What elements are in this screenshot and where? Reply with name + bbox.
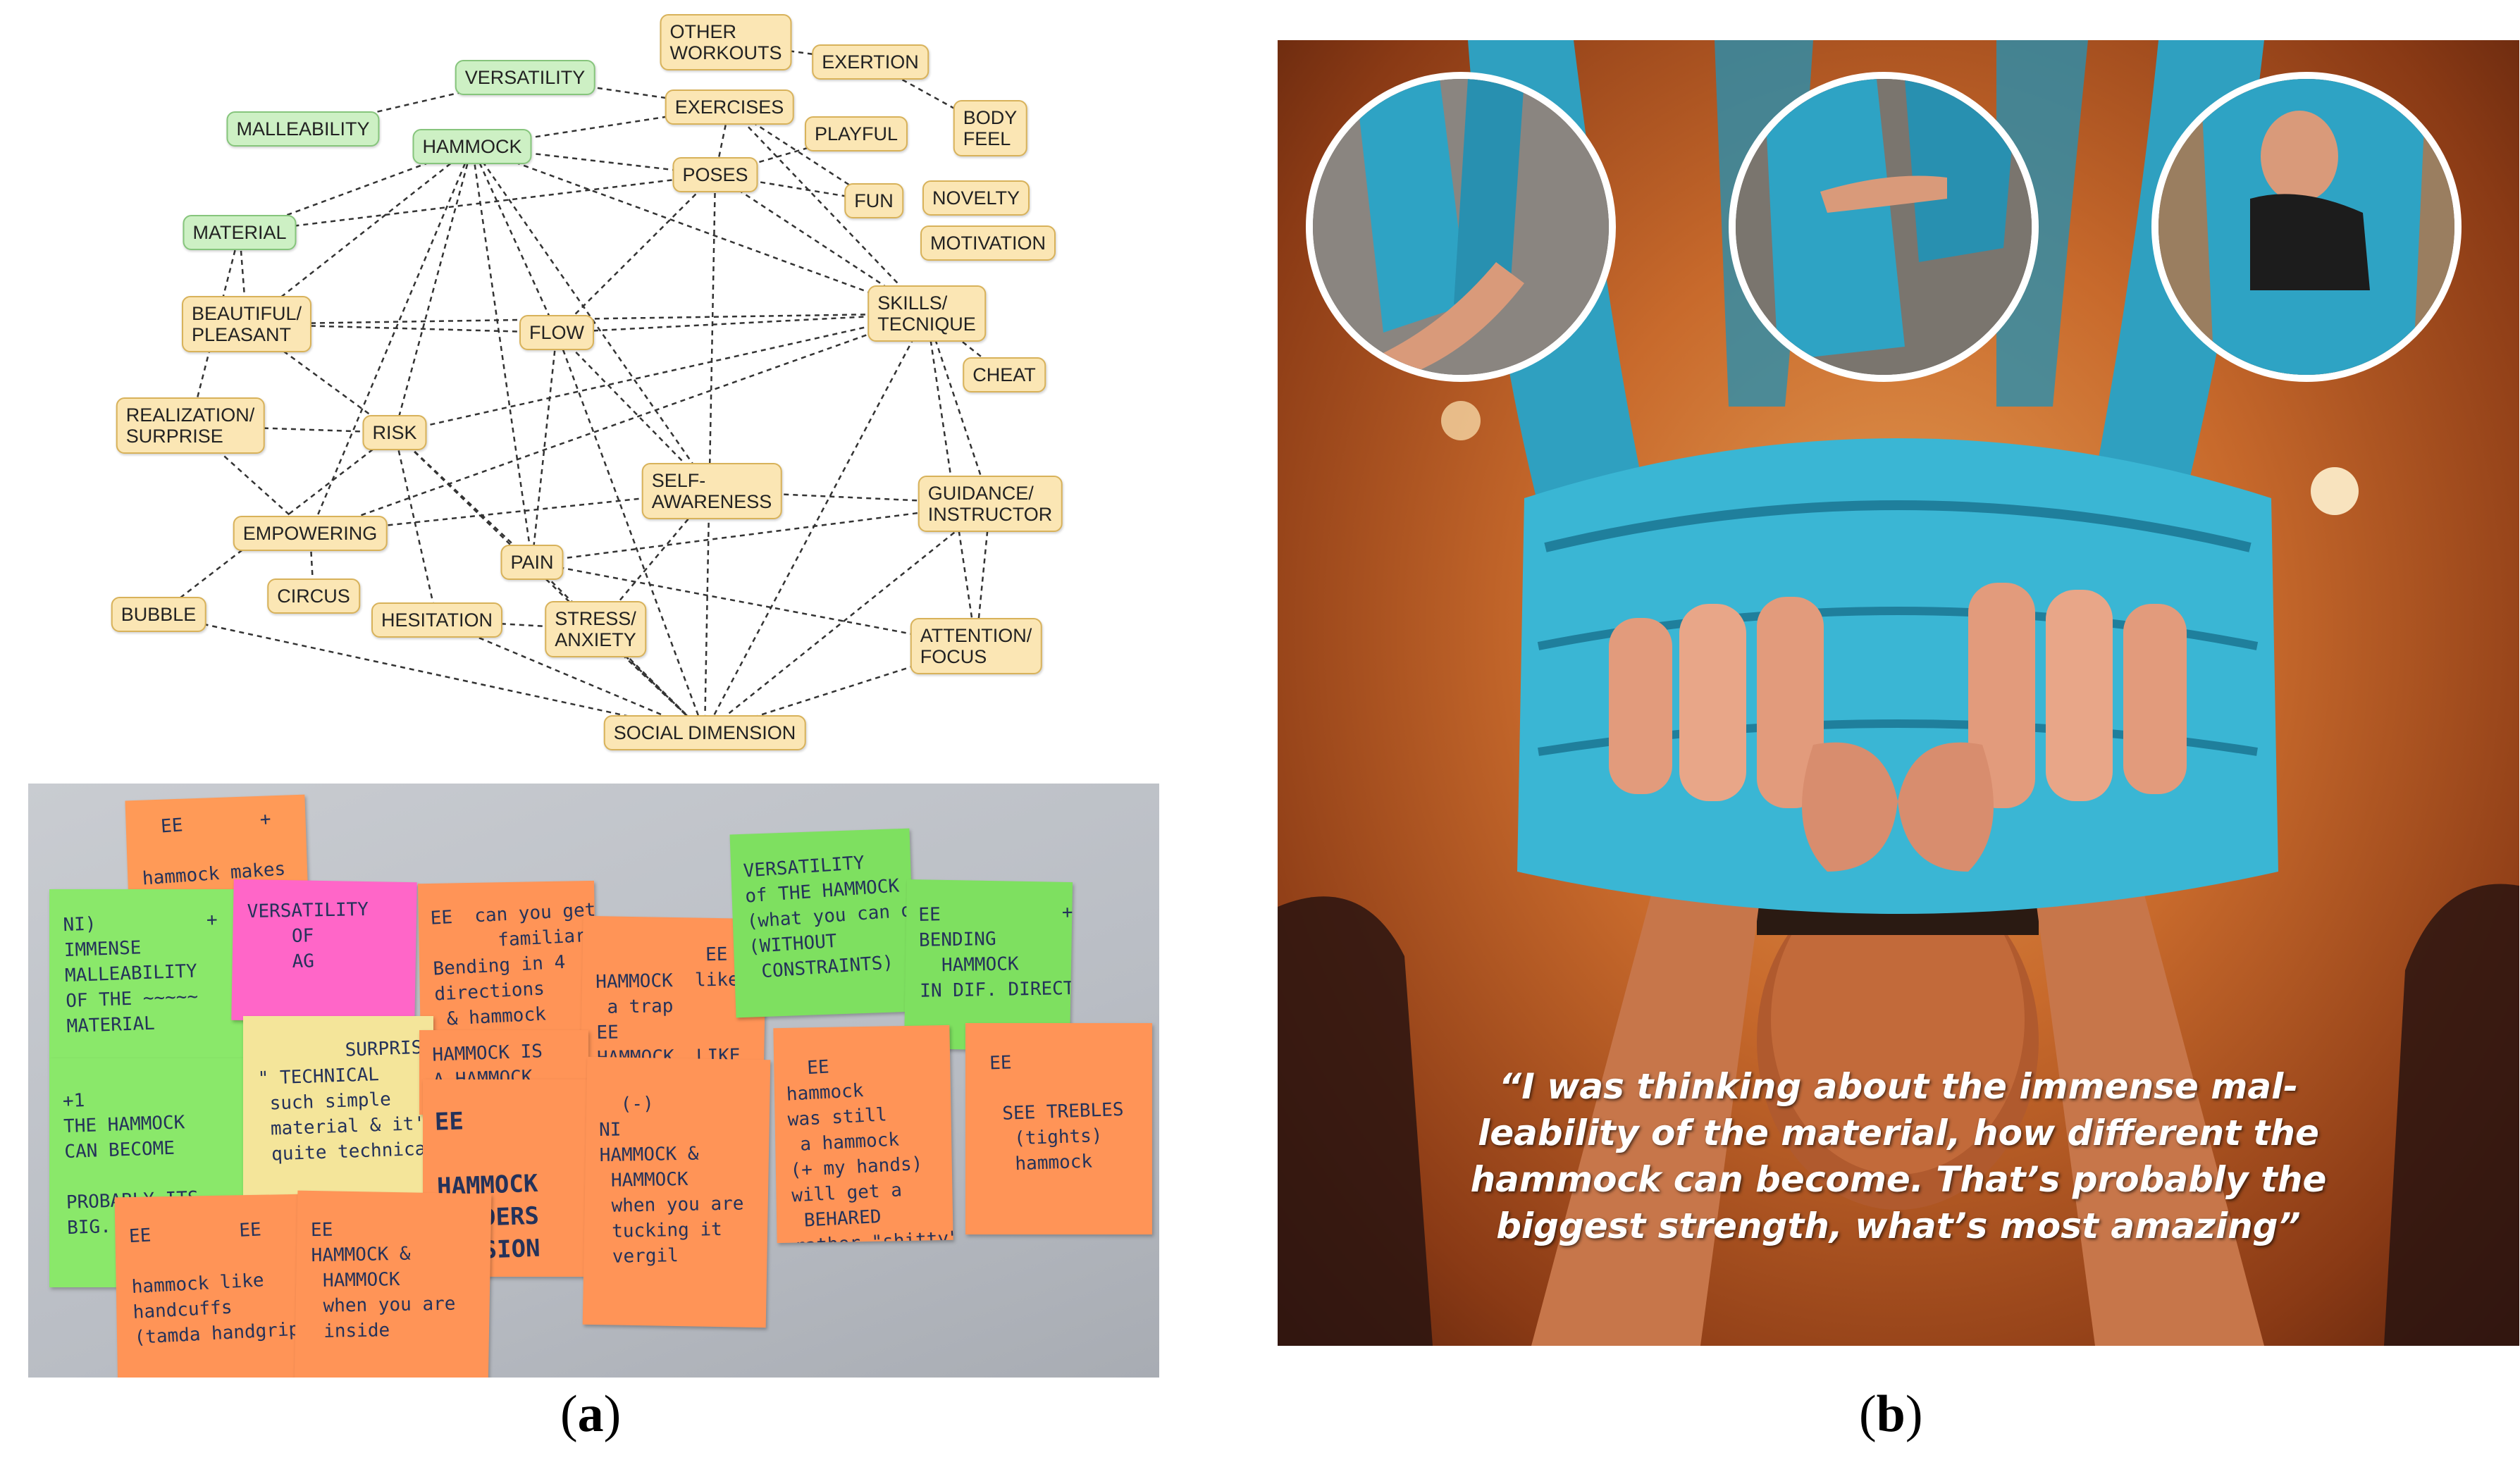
graph-edge-exercises-skills: [729, 106, 927, 314]
graph-node-poses: POSES: [672, 157, 758, 192]
graph-edge-hammock-pain: [471, 146, 533, 563]
sticky-note-text: VERSATILITY OF AG: [247, 899, 369, 973]
hammock-scene: [1278, 40, 2519, 1346]
graph-edge-bubble-social: [158, 613, 705, 734]
sticky-note-n2: NI) + IMMENSE MALLEABILITY OF THE ~~~~~ …: [49, 889, 243, 1058]
graph-node-cheat: CHEAT: [963, 357, 1046, 392]
sticky-note-text: (-) NI HAMMOCK & HAMMOCK when you are tu…: [598, 1093, 744, 1268]
graph-edge-material-realization: [189, 232, 241, 426]
caption-b: (b): [1859, 1385, 1923, 1443]
inset-scene-right: [2158, 79, 2454, 375]
graph-node-body-feel: BODY FEEL: [953, 100, 1027, 156]
graph-edge-material-poses: [239, 173, 716, 234]
graph-node-bubble: BUBBLE: [111, 597, 206, 632]
sticky-note-n3: VERSATILITY OF AG: [231, 879, 417, 1024]
graph-node-versatility: VERSATILITY: [455, 60, 595, 95]
graph-node-guidance: GUIDANCE/ INSTRUCTOR: [918, 476, 1063, 532]
graph-edge-skills-cheat: [926, 313, 1005, 376]
graph-node-realization: REALIZATION/ SURPRISE: [116, 397, 265, 454]
graph-edge-hammock-skills: [471, 145, 927, 315]
graph-node-circus: CIRCUS: [267, 578, 360, 614]
graph-node-attention: ATTENTION/ FOCUS: [910, 618, 1042, 674]
graph-node-self-awareness: SELF- AWARENESS: [641, 463, 782, 519]
graph-edge-hammock-self-awareness: [471, 146, 713, 492]
graph-node-material: MATERIAL: [183, 215, 297, 250]
graph-edge-guidance-social: [704, 503, 991, 734]
graph-edge-hammock-flow: [471, 146, 558, 333]
sticky-note-text: SURPRISE ? " TECHNICAL such simple mater…: [257, 1036, 433, 1165]
graph-node-hammock: HAMMOCK: [412, 129, 532, 164]
graph-edge-flow-social: [555, 332, 706, 734]
graph-node-exertion: EXERTION: [812, 44, 929, 80]
graph-node-flow: FLOW: [519, 315, 594, 350]
graph-node-social: SOCIAL DIMENSION: [603, 715, 806, 750]
inset-scene-middle: [1736, 79, 2032, 375]
sticky-note-n13: EE hammock was still a hammock (+ my han…: [773, 1025, 953, 1244]
sticky-note-n16: EE HAMMOCK & HAMMOCK when you are inside: [294, 1190, 492, 1378]
graph-node-novelty: NOVELTY: [922, 180, 1030, 216]
graph-edge-risk-hesitation: [393, 432, 438, 621]
sticky-note-n15: EE EE hammock like handcuffs (tamda hand…: [114, 1194, 309, 1378]
graph-node-beautiful: BEAUTIFUL/ PLEASANT: [181, 296, 312, 352]
graph-node-stress: STRESS/ ANXIETY: [545, 601, 646, 657]
graph-edge-poses-flow: [556, 174, 716, 333]
sticky-note-n12: (-) NI HAMMOCK & HAMMOCK when you are tu…: [582, 1056, 771, 1328]
graph-edge-hammock-empowering: [309, 146, 474, 534]
graph-node-playful: PLAYFUL: [804, 116, 908, 151]
sticky-note-n6: VERSATILITY of THE HAMMOCK (what you can…: [729, 828, 916, 1018]
graph-edge-pain-attention: [531, 561, 977, 648]
graph-node-skills: SKILLS/ TECNIQUE: [867, 285, 986, 342]
graph-node-hesitation: HESITATION: [371, 602, 503, 638]
inset-scene-left: [1313, 79, 1609, 375]
graph-edge-skills-guidance: [925, 313, 992, 505]
sticky-notes-photo: EE + hammock makes it smooth, flowyNI) +…: [28, 784, 1159, 1378]
graph-edge-realization-risk: [190, 424, 395, 434]
sticky-note-text: VERSATILITY of THE HAMMOCK (what you can…: [743, 852, 915, 983]
sticky-note-text: EE + BENDING HAMMOCK IN DIF. DIRECTIONS: [918, 901, 1073, 1002]
graph-edge-risk-social: [394, 432, 705, 734]
sticky-note-n4: EE can you get familiar Bending in 4 dir…: [418, 880, 597, 1046]
graph-edge-skills-social: [703, 313, 928, 734]
graph-node-malleability: MALLEABILITY: [226, 111, 380, 147]
graph-edge-hesitation-social: [436, 619, 705, 734]
graph-node-empowering: EMPOWERING: [233, 516, 388, 551]
graph-node-motivation: MOTIVATION: [920, 225, 1056, 261]
sticky-note-text: EE EE hammock like handcuffs (tamda hand…: [128, 1218, 309, 1349]
sticky-note-text: EE HAMMOCK & HAMMOCK when you are inside: [310, 1219, 456, 1342]
graph-edge-hammock-beautiful: [246, 146, 473, 325]
sticky-note-text: EE SEE TREBLES (tights) hammock: [978, 1052, 1125, 1176]
sticky-note-n9: SURPRISE ? " TECHNICAL such simple mater…: [243, 1016, 433, 1199]
graph-node-other-workouts: OTHER WORKOUTS: [660, 14, 792, 70]
inset-photo-left: [1306, 72, 1616, 382]
quote-text: “I was thinking about the immense mal- l…: [1470, 1066, 2327, 1246]
graph-edge-flow-pain: [531, 332, 558, 563]
sticky-note-n14: EE SEE TREBLES (tights) hammock: [965, 1023, 1152, 1234]
graph-edge-skills-risk: [394, 312, 927, 434]
graph-node-fun: FUN: [844, 183, 903, 218]
graph-node-exercises: EXERCISES: [665, 89, 794, 125]
concept-graph: OTHER WORKOUTS EXERTION VERSATILITY EXERCIS…: [92, 0, 1177, 775]
graph-node-risk: RISK: [362, 415, 427, 450]
inset-photo-middle: [1729, 72, 2039, 382]
graph-edge-beautiful-flow: [246, 323, 557, 334]
graph-node-pain: PAIN: [500, 545, 564, 580]
graph-edge-poses-social: [703, 174, 717, 734]
sticky-note-text: EE can you get familiar Bending in 4 dir…: [430, 899, 597, 1046]
sticky-note-text: EE hammock was still a hammock (+ my han…: [786, 1056, 953, 1244]
graph-edge-hammock-exercises: [471, 106, 730, 148]
graph-edge-flow-skills: [556, 312, 927, 334]
graph-edge-guidance-pain: [531, 502, 991, 564]
graph-edge-stress-social: [595, 629, 705, 734]
caption-a-letter: a: [577, 1385, 604, 1443]
caption-a: (a): [560, 1385, 622, 1443]
sticky-note-text: NI) + IMMENSE MALLEABILITY OF THE ~~~~~ …: [63, 909, 218, 1037]
inset-photo-right: [2151, 72, 2462, 382]
caption-b-letter: b: [1876, 1385, 1906, 1443]
graph-edge-versatility-exercises: [524, 76, 730, 109]
graph-edge-hammock-risk: [393, 146, 474, 433]
hammock-photo: “I was thinking about the immense mal- l…: [1278, 40, 2519, 1346]
